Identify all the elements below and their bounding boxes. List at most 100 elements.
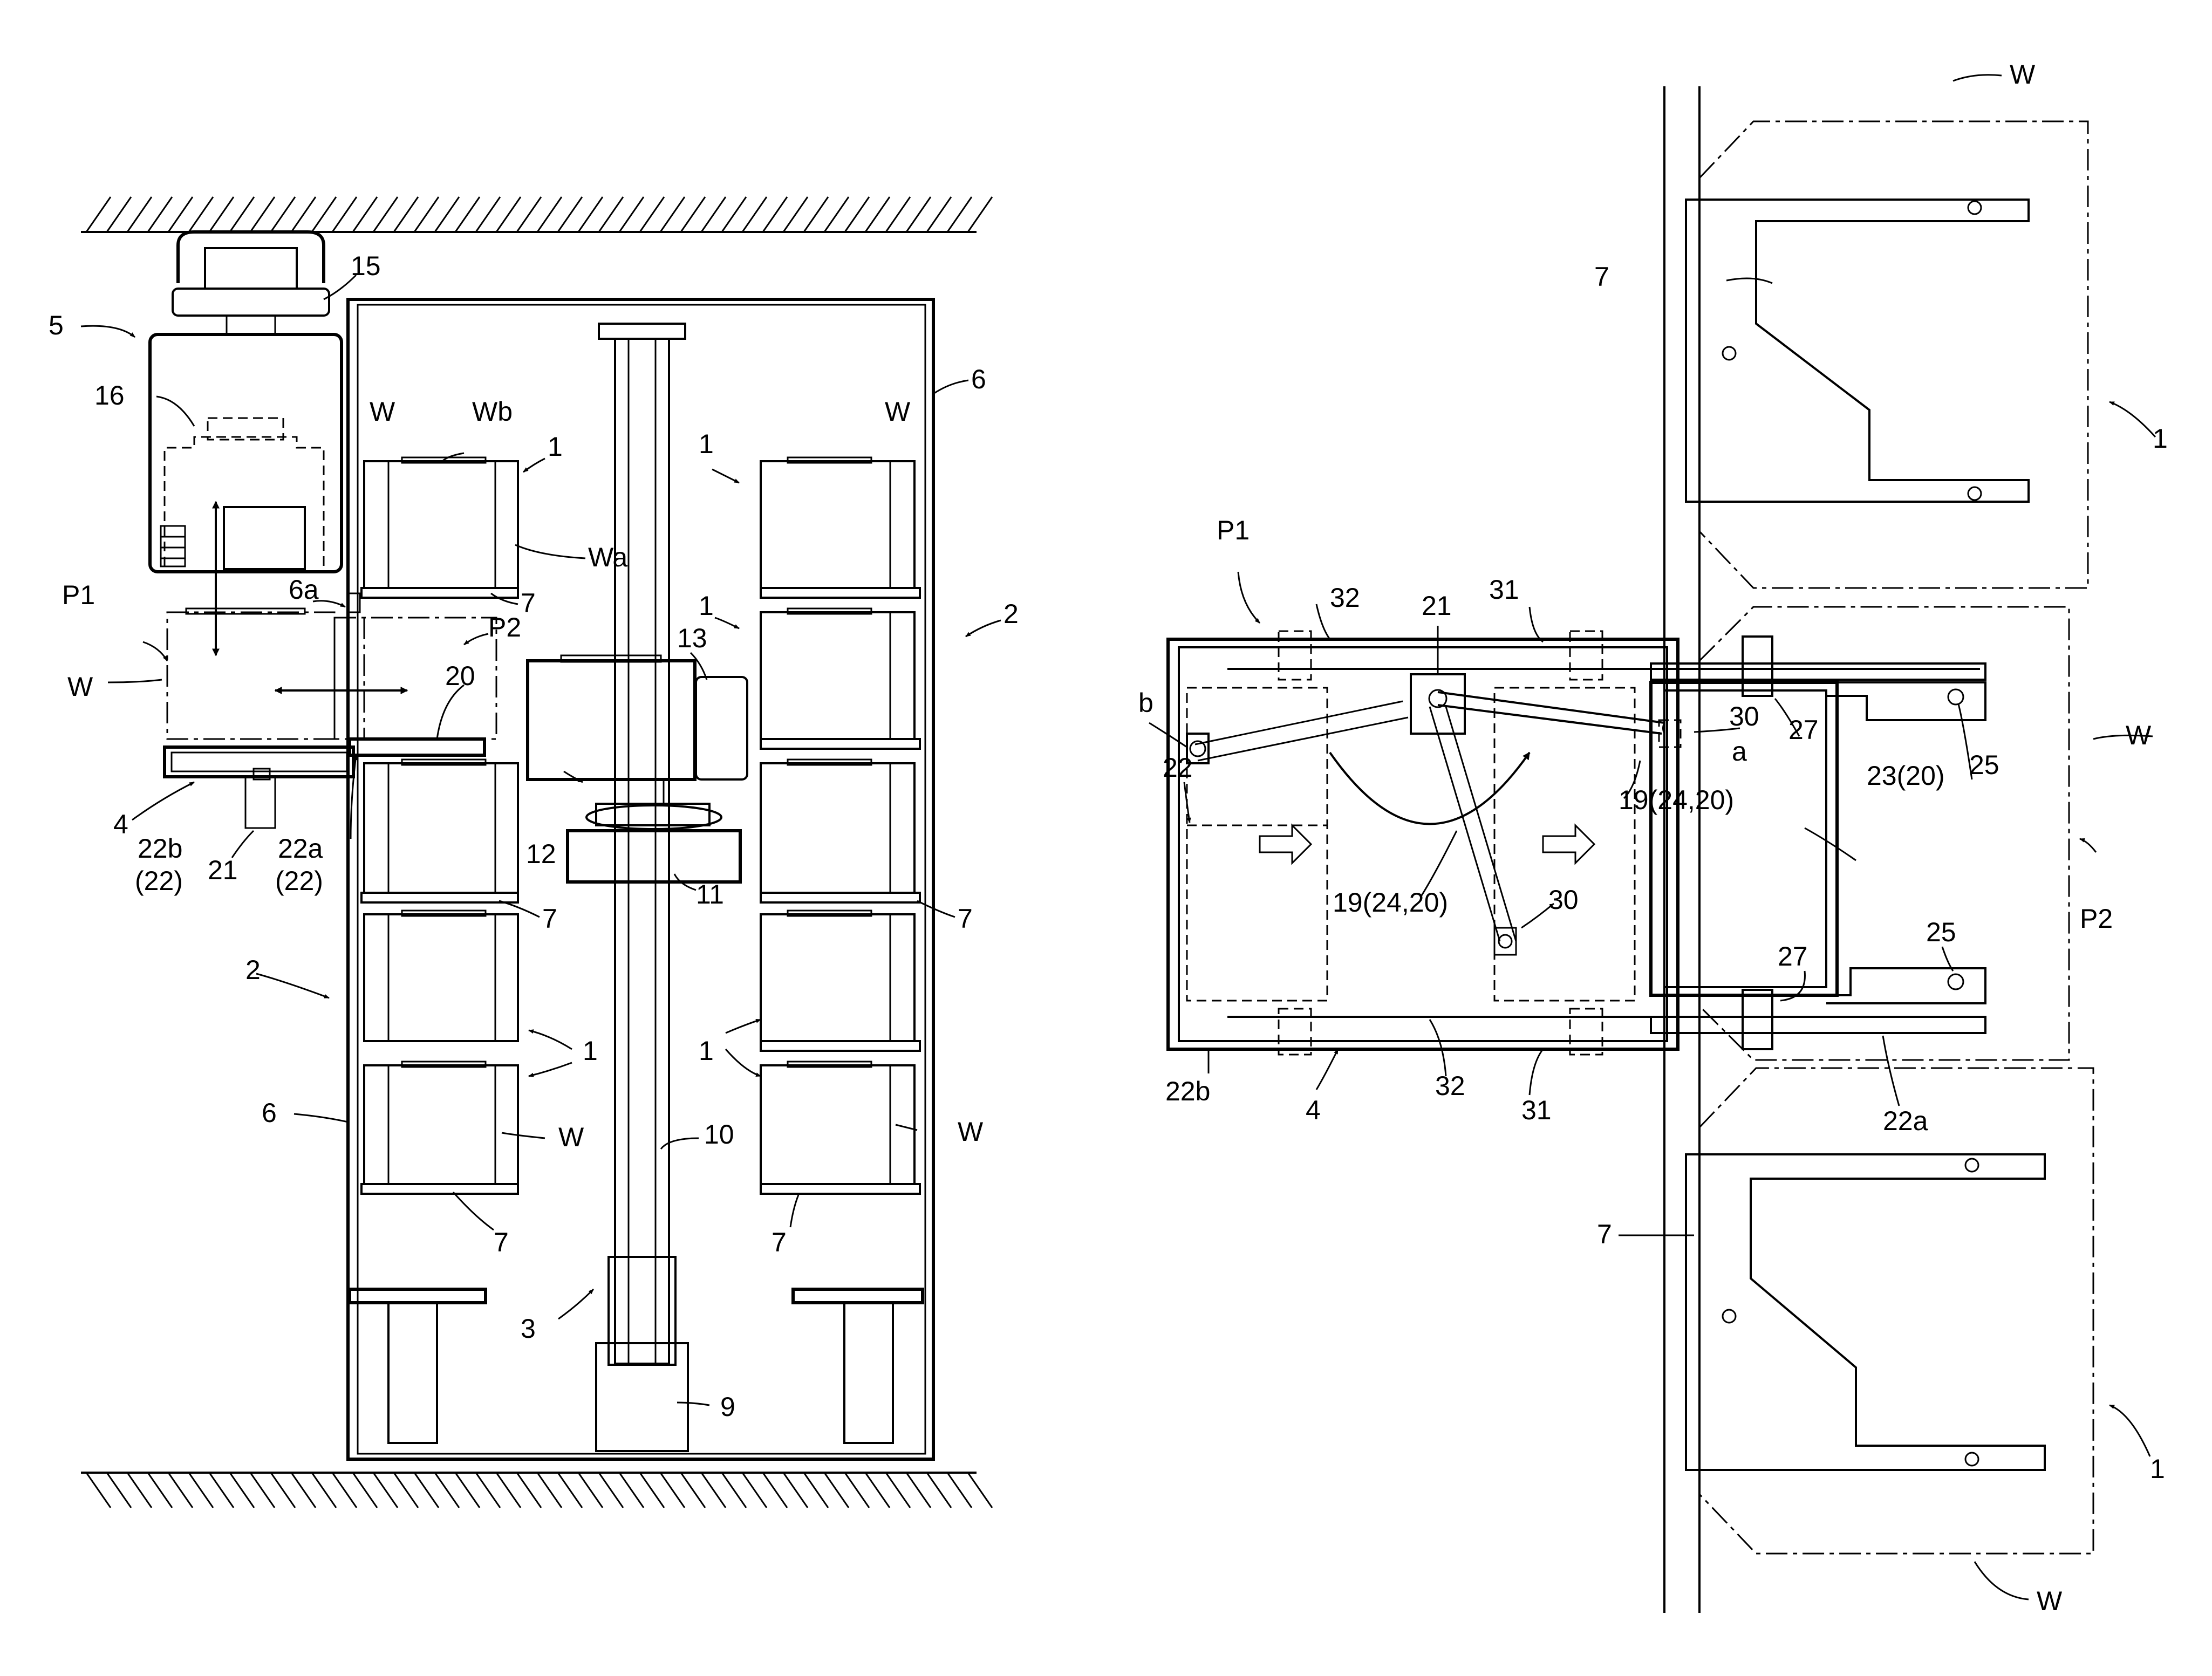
hatch-mark bbox=[127, 1473, 152, 1508]
label-27: 27 bbox=[1788, 715, 1819, 745]
hatch-mark bbox=[742, 197, 767, 232]
label-P2: P2 bbox=[488, 612, 521, 642]
label-7: 7 bbox=[1594, 262, 1609, 292]
right-shelf-column bbox=[761, 457, 923, 1443]
hatch-mark bbox=[578, 197, 603, 232]
hatch-mark bbox=[394, 197, 418, 232]
label-7: 7 bbox=[958, 904, 973, 934]
label-7: 7 bbox=[494, 1227, 509, 1257]
hatch-mark bbox=[230, 197, 254, 232]
label-22: 22 bbox=[1163, 753, 1193, 783]
hatch-mark bbox=[619, 197, 644, 232]
hatch-mark bbox=[250, 1473, 275, 1508]
label-16: 16 bbox=[94, 380, 125, 411]
ceiling bbox=[81, 197, 992, 232]
hatch-mark bbox=[558, 197, 582, 232]
label-22: (22) bbox=[135, 866, 183, 896]
hatch-mark bbox=[168, 197, 193, 232]
label-23: 23(20) bbox=[1867, 761, 1945, 791]
label-7: 7 bbox=[772, 1227, 787, 1257]
hatch-mark bbox=[332, 197, 357, 232]
label-Wa: Wa bbox=[588, 542, 627, 572]
label-6: 6 bbox=[971, 364, 986, 394]
hatch-mark bbox=[947, 1473, 972, 1508]
hatch-mark bbox=[209, 197, 234, 232]
hatch-mark bbox=[783, 1473, 808, 1508]
label-2: 2 bbox=[1003, 599, 1019, 629]
reference-labels: 15 5 16 6 W Wb W 1 1 Wa P1 6 a 7 1 2 P2 1… bbox=[49, 59, 2168, 1616]
label-11: 11 bbox=[696, 879, 724, 909]
hatch-mark bbox=[312, 197, 336, 232]
label-W: W bbox=[885, 396, 911, 427]
label-32: 32 bbox=[1435, 1071, 1465, 1101]
hatch-mark bbox=[640, 1473, 664, 1508]
label-1: 1 bbox=[583, 1036, 598, 1066]
hatch-mark bbox=[824, 197, 849, 232]
hatch-mark bbox=[783, 197, 808, 232]
label-27: 27 bbox=[1778, 941, 1808, 972]
label-W: W bbox=[2126, 720, 2152, 750]
hatch-mark bbox=[353, 197, 377, 232]
hatch-mark bbox=[804, 1473, 828, 1508]
label-6: 6 bbox=[262, 1098, 277, 1128]
hatch-mark bbox=[189, 197, 213, 232]
label-22a: 22a bbox=[1883, 1106, 1928, 1136]
label-30: 30 bbox=[1548, 885, 1579, 915]
shelf-top bbox=[1686, 121, 2088, 588]
hatch-mark bbox=[271, 197, 295, 232]
label-15: 15 bbox=[351, 251, 381, 281]
label-5: 5 bbox=[49, 310, 64, 340]
hatch-mark bbox=[250, 197, 275, 232]
hatch-mark bbox=[435, 1473, 459, 1508]
hatch-mark bbox=[189, 1473, 213, 1508]
hatch-mark bbox=[127, 197, 152, 232]
label-21: 21 bbox=[1422, 591, 1452, 621]
leader-lines bbox=[81, 75, 2155, 1599]
container-at-p2-plan bbox=[1699, 607, 2069, 1060]
hatch-mark bbox=[886, 1473, 910, 1508]
label-2: 2 bbox=[245, 955, 261, 985]
hatch-mark bbox=[414, 197, 439, 232]
hatch-mark bbox=[619, 1473, 644, 1508]
label-a: a bbox=[1732, 736, 1747, 767]
hatch-mark bbox=[927, 197, 951, 232]
label-20: 20 bbox=[445, 661, 475, 691]
hatch-mark bbox=[640, 197, 664, 232]
hatch-mark bbox=[148, 1473, 172, 1508]
hatch-mark bbox=[394, 1473, 418, 1508]
label-b: b bbox=[1138, 688, 1153, 718]
hatch-mark bbox=[742, 1473, 767, 1508]
hatch-mark bbox=[86, 1473, 111, 1508]
hatch-mark bbox=[845, 1473, 869, 1508]
hatch-mark bbox=[496, 197, 521, 232]
label-W: W bbox=[558, 1122, 584, 1152]
hatch-mark bbox=[865, 1473, 890, 1508]
label-3: 3 bbox=[521, 1314, 536, 1344]
hatch-mark bbox=[804, 197, 828, 232]
hatch-mark bbox=[722, 197, 746, 232]
label-19: 19(24,20) bbox=[1333, 887, 1448, 918]
hatch-mark bbox=[107, 1473, 131, 1508]
label-22: (22) bbox=[275, 866, 323, 896]
hatch-mark bbox=[271, 1473, 295, 1508]
label-Wb: Wb bbox=[472, 396, 513, 427]
hatch-mark bbox=[537, 197, 562, 232]
label-P1: P1 bbox=[62, 580, 95, 610]
hatch-mark bbox=[558, 1473, 582, 1508]
label-7: 7 bbox=[1597, 1219, 1612, 1249]
transfer-device bbox=[165, 739, 484, 828]
label-P1: P1 bbox=[1217, 515, 1250, 545]
hatch-mark bbox=[845, 197, 869, 232]
label-1: 1 bbox=[699, 429, 714, 459]
hatch-mark bbox=[906, 1473, 931, 1508]
label-1: 1 bbox=[699, 1036, 714, 1066]
hatch-mark bbox=[455, 1473, 480, 1508]
label-22b: 22b bbox=[138, 833, 182, 864]
hatch-mark bbox=[968, 197, 992, 232]
hatch-mark bbox=[763, 1473, 787, 1508]
hatch-mark bbox=[947, 197, 972, 232]
hatch-mark bbox=[701, 197, 726, 232]
hatch-mark bbox=[906, 197, 931, 232]
hatch-mark bbox=[107, 197, 131, 232]
